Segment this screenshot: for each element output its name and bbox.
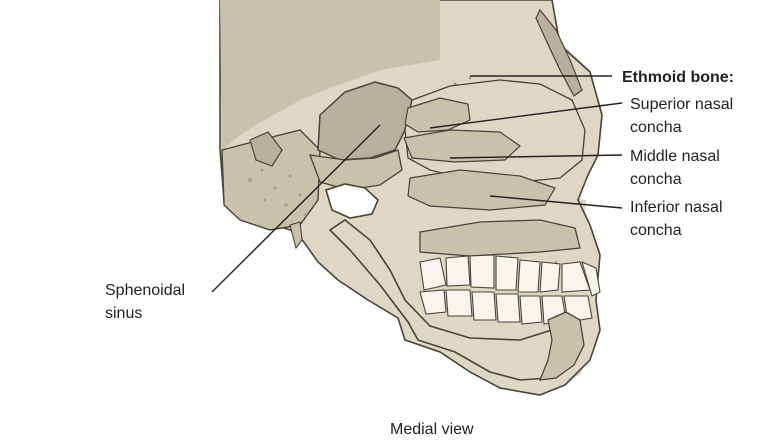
label-ethmoid-bone: Ethmoid bone: [622,66,734,89]
label-inferior-nasal-concha: Inferior nasal concha [630,196,723,242]
caption-text: Medial view [390,421,474,438]
sphenoidal-sinus-line-2: sinus [105,305,143,322]
mandible-cut-edge [538,311,585,381]
inferior-nasal-concha-line-1: Inferior nasal [630,199,723,216]
inferior-concha-shape [407,169,556,211]
superior-nasal-concha-line-2: concha [630,119,682,136]
leader-line-sphenoidal-sinus [211,124,381,293]
leader-lines [211,75,623,293]
middle-nasal-concha-line-2: concha [630,171,682,188]
inferior-nasal-concha-line-2: concha [630,222,682,239]
label-superior-nasal-concha: Superior nasal concha [630,93,733,139]
mastoid [249,131,283,167]
upper-teeth [419,254,601,297]
ethmoid-bone-text: Ethmoid bone: [622,69,734,86]
label-middle-nasal-concha: Middle nasal concha [630,145,720,191]
middle-nasal-concha-line-1: Middle nasal [630,148,720,165]
cranial-shadow [220,0,440,150]
sphenoidal-sinus-line-1: Sphenoidal [105,282,186,299]
leader-line-inferior-nasal-concha [489,195,623,209]
sphenoid-body [309,149,403,191]
superior-concha-shape [404,97,471,133]
figure-caption: Medial view [390,420,474,440]
styloid-process [289,221,303,250]
frontal-sinus [535,8,583,97]
middle-concha-shape [403,129,521,163]
skull-opening [325,183,379,219]
occipital-region [221,129,321,231]
palate [419,219,581,257]
leader-line-middle-nasal-concha [449,154,623,159]
label-sphenoidal-sinus: Sphenoidal sinus [105,279,185,325]
leader-line-superior-nasal-concha [429,102,623,129]
superior-nasal-concha-line-1: Superior nasal [630,96,734,113]
